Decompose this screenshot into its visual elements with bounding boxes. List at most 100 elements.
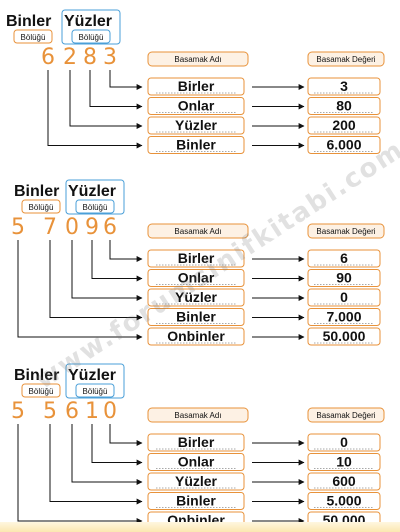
basamak-adi-header <box>147 223 249 239</box>
number-digit: 0 <box>103 399 117 424</box>
yuzler-group-frame <box>61 9 121 45</box>
basamak-adi-text: Binler <box>176 493 216 509</box>
yuzler-group-label: Yüzler <box>68 367 116 384</box>
digit-connector-arrow <box>91 240 143 282</box>
basamak-adi-box <box>147 308 245 326</box>
basamak-degeri-header-label: Basamak Değeri <box>316 411 375 420</box>
basamak-adi-header-label: Basamak Adı <box>174 227 221 236</box>
binler-group-label: Binler <box>14 367 59 384</box>
basamak-degeri-box <box>307 77 381 96</box>
basamak-adi-box <box>147 433 245 452</box>
basamak-degeri-box <box>307 492 381 510</box>
basamak-degeri-text: 0 <box>340 289 348 305</box>
basamak-adi-header <box>147 51 249 67</box>
basamak-degeri-box <box>307 249 381 268</box>
basamak-degeri-text: 6 <box>340 250 348 266</box>
basamak-adi-box <box>147 77 245 96</box>
basamak-degeri-box <box>307 472 381 491</box>
basamak-adi-box <box>147 472 245 491</box>
basamak-degeri-text: 5.000 <box>326 493 361 509</box>
digit-connector-arrow <box>49 424 143 505</box>
basamak-degeri-header <box>307 407 385 423</box>
basamak-degeri-text: 200 <box>332 117 356 133</box>
basamak-adi-text: Yüzler <box>175 289 218 305</box>
yuzler-bolugu-label: Bölüğü <box>83 203 108 212</box>
basamak-adi-text: Birler <box>178 434 215 450</box>
yuzler-group-label: Yüzler <box>64 13 112 30</box>
digit-connector-arrow <box>49 240 143 321</box>
basamak-adi-box <box>147 116 245 135</box>
basamak-degeri-text: 90 <box>336 270 352 286</box>
binler-bolugu-label: Bölüğü <box>29 387 54 396</box>
number-digit: 6 <box>65 399 79 424</box>
basamak-degeri-text: 6.000 <box>326 137 361 153</box>
number-digit: 1 <box>85 399 99 424</box>
basamak-adi-box <box>147 97 245 115</box>
binler-group-label: Binler <box>14 183 59 200</box>
basamak-adi-box <box>147 136 245 154</box>
basamak-adi-text: Onlar <box>178 98 215 114</box>
digit-connector-arrow <box>69 70 143 129</box>
basamak-adi-box <box>147 288 245 307</box>
binler-bolugu-tag <box>21 199 61 214</box>
basamak-adi-header <box>147 407 249 423</box>
number-digit: 0 <box>65 215 79 240</box>
binler-bolugu-label: Bölüğü <box>21 33 46 42</box>
binler-bolugu-label: Bölüğü <box>29 203 54 212</box>
basamak-degeri-box <box>307 288 381 307</box>
basamak-adi-header-label: Basamak Adı <box>174 411 221 420</box>
yuzler-bolugu-label: Bölüğü <box>79 33 104 42</box>
digit-connector-arrow <box>109 424 143 446</box>
basamak-adi-box <box>147 327 245 346</box>
basamak-degeri-text: 80 <box>336 98 352 114</box>
basamak-degeri-header-label: Basamak Değeri <box>316 55 375 64</box>
basamak-adi-box <box>147 249 245 268</box>
basamak-adi-text: Birler <box>178 250 215 266</box>
basamak-adi-text: Onlar <box>178 454 215 470</box>
number-digit: 9 <box>85 215 99 240</box>
yuzler-group-label: Yüzler <box>68 183 116 200</box>
basamak-adi-text: Yüzler <box>175 117 218 133</box>
basamak-degeri-text: 7.000 <box>326 309 361 325</box>
binler-bolugu-tag <box>13 29 53 44</box>
digit-connector-arrow <box>109 240 143 262</box>
binler-group-label: Binler <box>6 13 51 30</box>
basamak-adi-box <box>147 492 245 510</box>
basamak-degeri-header-label: Basamak Değeri <box>316 227 375 236</box>
number-digit: 7 <box>43 215 57 240</box>
yuzler-bolugu-label: Bölüğü <box>83 387 108 396</box>
number-digit: 5 <box>11 215 25 240</box>
basamak-degeri-box <box>307 308 381 326</box>
yuzler-bolugu-tag <box>71 29 111 44</box>
number-digit: 6 <box>103 215 117 240</box>
basamak-adi-text: Binler <box>176 309 216 325</box>
basamak-adi-text: Onlar <box>178 270 215 286</box>
basamak-degeri-text: 600 <box>332 473 356 489</box>
number-digit: 5 <box>43 399 57 424</box>
binler-bolugu-tag <box>21 383 61 398</box>
basamak-adi-box <box>147 269 245 287</box>
number-digit: 8 <box>83 45 97 70</box>
basamak-adi-text: Binler <box>176 137 216 153</box>
basamak-degeri-text: 10 <box>336 454 352 470</box>
basamak-adi-text: Yüzler <box>175 473 218 489</box>
basamak-degeri-text: 0 <box>340 434 348 450</box>
basamak-adi-header-label: Basamak Adı <box>174 55 221 64</box>
number-digit: 3 <box>103 45 117 70</box>
basamak-degeri-header <box>307 223 385 239</box>
digit-connector-arrow <box>91 424 143 466</box>
yuzler-bolugu-tag <box>75 199 115 214</box>
digit-connector-arrow <box>47 70 143 149</box>
basamak-degeri-box <box>307 116 381 135</box>
basamak-degeri-box <box>307 97 381 115</box>
basamak-adi-text: Onbinler <box>167 328 225 344</box>
basamak-degeri-text: 50.000 <box>323 328 366 344</box>
digit-connector-arrow <box>109 70 143 90</box>
bottom-decorative-strip <box>0 522 400 532</box>
digit-connector-arrow <box>17 240 143 340</box>
digit-connector-arrow <box>89 70 143 110</box>
basamak-adi-text: Birler <box>178 78 215 94</box>
basamak-degeri-box <box>307 327 381 346</box>
number-digit: 6 <box>41 45 55 70</box>
